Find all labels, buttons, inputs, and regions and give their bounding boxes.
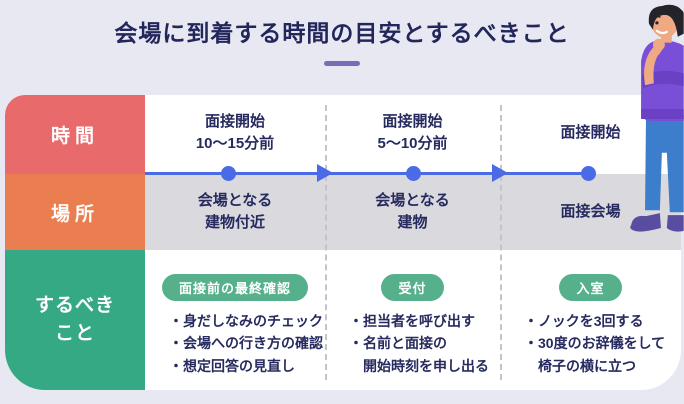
- todo-item: ・30度のお辞儀をして: [524, 335, 666, 352]
- row-header-time: 時間: [5, 95, 145, 174]
- place-row-background: [145, 174, 681, 250]
- column-divider: [325, 105, 327, 380]
- time-cell-2: 面接開始 5〜10分前: [377, 112, 448, 153]
- todo-list: ・ノックを3回する ・30度のお辞儀をして 椅子の横に立つ: [500, 310, 681, 377]
- todo-badge: 入室: [559, 274, 622, 301]
- title-underline-dash: [324, 61, 360, 66]
- todo-badge: 受付: [381, 274, 444, 301]
- todo-item: ・身だしなみのチェック: [169, 313, 323, 329]
- timeline-dot-icon: [581, 166, 596, 181]
- schedule-table: 時間 場所 するべき こと 面接開始 10〜15分前 面接開始 5〜10分前 面…: [5, 95, 681, 390]
- todo-cell-3: 入室 ・ノックを3回する ・30度のお辞儀をして 椅子の横に立つ: [500, 250, 681, 390]
- todo-item: ・ノックを3回する: [524, 313, 644, 329]
- todo-item: 開始時刻を申し出る: [349, 357, 489, 374]
- thinking-person-illustration: [630, 4, 684, 232]
- todo-item: ・名前と面接の: [349, 335, 447, 352]
- timeline-dot-icon: [406, 166, 421, 181]
- todo-list: ・担当者を呼び出す ・名前と面接の 開始時刻を申し出る: [325, 310, 500, 377]
- todo-list: ・身だしなみのチェック ・会場への行き方の確認 ・想定回答の見直し: [145, 310, 325, 377]
- todo-badge: 面接前の最終確認: [161, 274, 308, 301]
- todo-item: ・想定回答の見直し: [169, 357, 295, 374]
- todo-item: 椅子の横に立つ: [524, 357, 636, 374]
- place-cell-3: 面接会場: [560, 202, 621, 220]
- todo-cell-2: 受付 ・担当者を呼び出す ・名前と面接の 開始時刻を申し出る: [325, 250, 500, 390]
- page-title: 会場に到着する時間の目安とするべきこと: [114, 20, 570, 46]
- place-cell-2: 会場となる 建物: [375, 191, 450, 232]
- timeline-line: [145, 172, 590, 175]
- timeline-arrow-icon: [317, 164, 333, 182]
- todo-item: ・会場への行き方の確認: [169, 335, 323, 352]
- todo-item: ・担当者を呼び出す: [349, 313, 475, 329]
- column-divider: [500, 105, 502, 380]
- time-cell-1: 面接開始 10〜15分前: [195, 112, 275, 153]
- row-header-place: 場所: [5, 174, 145, 250]
- place-cell-1: 会場となる 建物付近: [197, 191, 273, 232]
- time-cell-3: 面接開始: [560, 123, 621, 141]
- row-header-todo: するべき こと: [5, 250, 145, 390]
- todo-cell-1: 面接前の最終確認 ・身だしなみのチェック ・会場への行き方の確認 ・想定回答の見…: [145, 250, 325, 390]
- timeline-dot-icon: [221, 166, 236, 181]
- timeline-arrow-icon: [492, 164, 508, 182]
